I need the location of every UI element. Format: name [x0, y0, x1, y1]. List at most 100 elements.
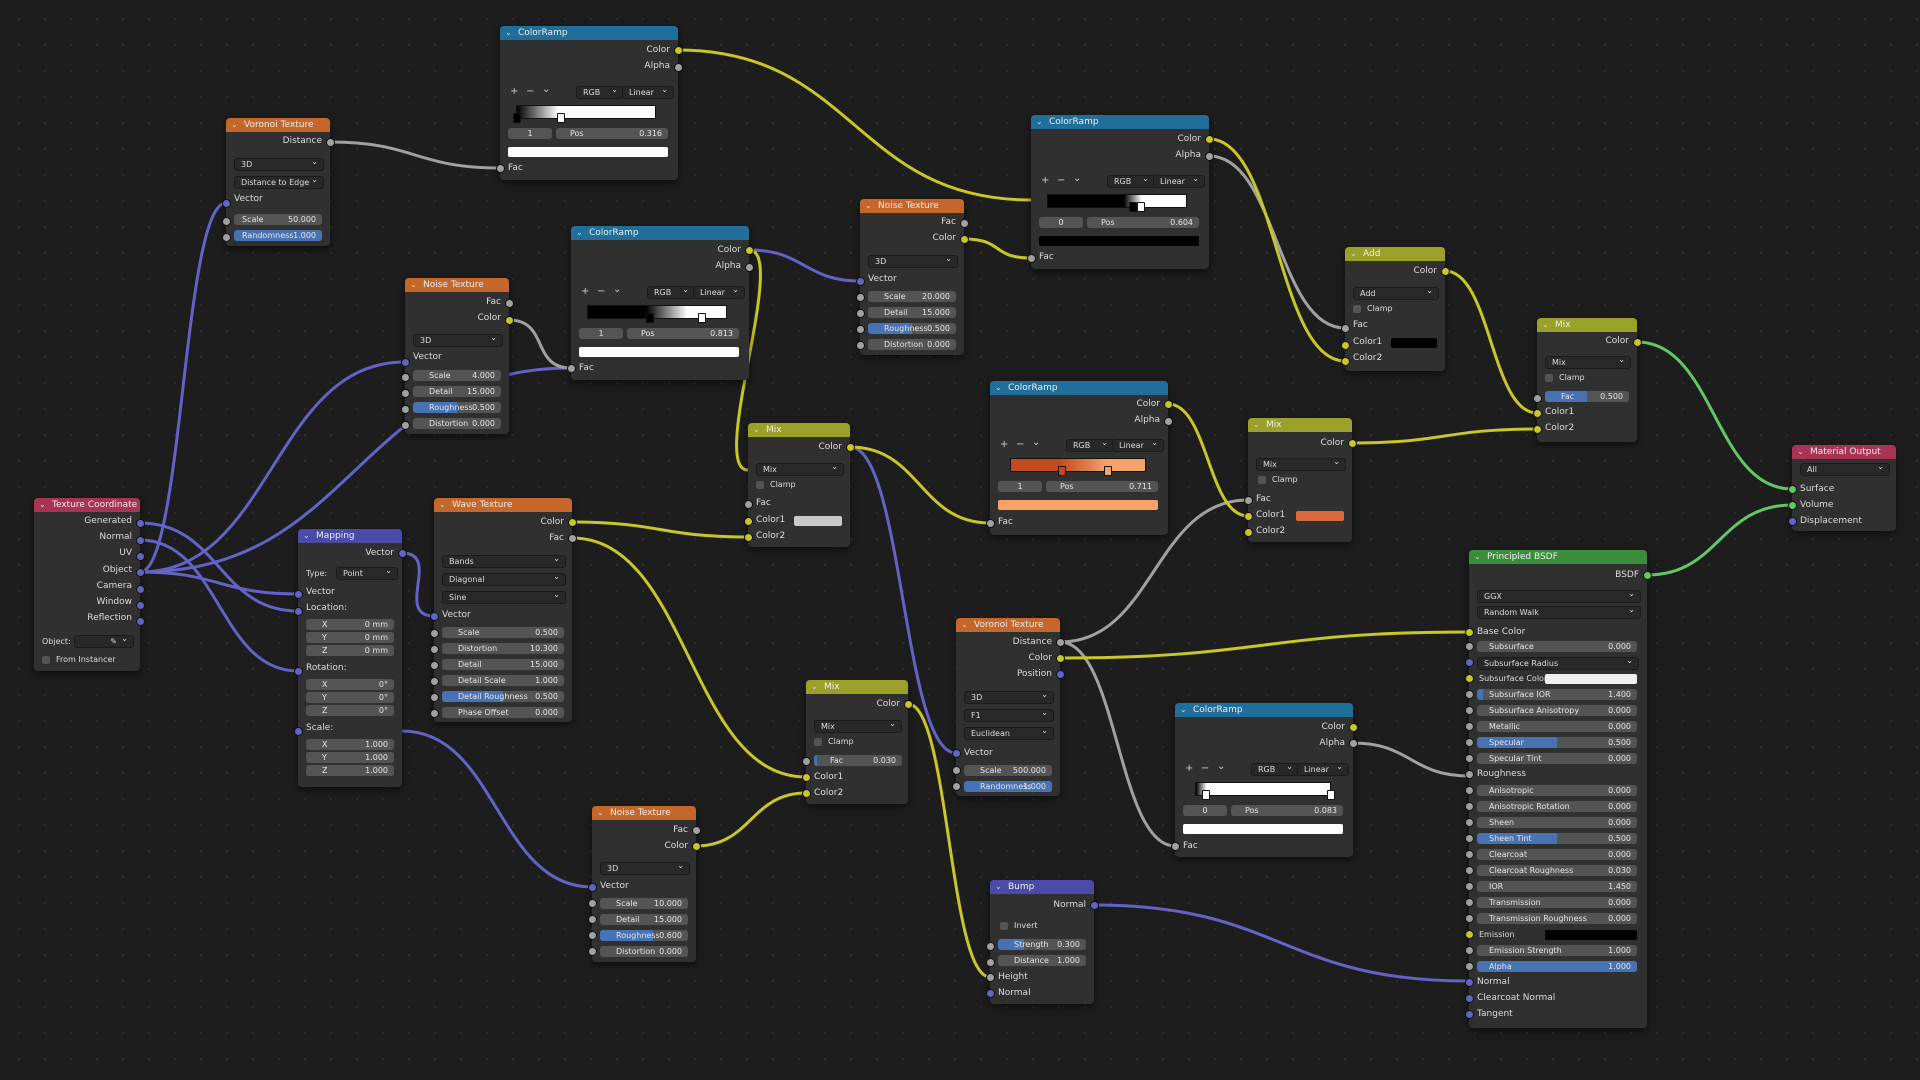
dimensions-dropdown[interactable]: 3D	[234, 158, 324, 171]
node-noise-texture-3[interactable]: ⌄Noise Texture Fac Color 3D Vector Scale…	[592, 806, 696, 962]
socket-float[interactable]	[222, 233, 231, 242]
socket-vector[interactable]	[294, 667, 303, 676]
chevron-down-icon[interactable]: ⌄	[39, 500, 46, 509]
direction-dropdown[interactable]: Diagonal	[442, 573, 566, 586]
socket-vector[interactable]	[136, 585, 145, 594]
socket-vector[interactable]	[856, 277, 865, 286]
socket-vector[interactable]	[294, 590, 303, 599]
color1-swatch[interactable]	[1391, 338, 1437, 348]
chevron-down-icon[interactable]: ⌄	[1217, 761, 1226, 772]
socket-color[interactable]	[802, 789, 811, 798]
color1-swatch[interactable]	[1296, 511, 1344, 521]
socket-color[interactable]	[1465, 674, 1474, 683]
node-header[interactable]: ⌄Wave Texture	[434, 498, 572, 512]
socket-float[interactable]	[1465, 690, 1474, 699]
socket-color[interactable]	[745, 246, 754, 255]
socket-vector[interactable]	[398, 549, 407, 558]
plus-icon[interactable]: +	[1000, 439, 1009, 450]
node-header[interactable]: ⌄Texture Coordinate	[34, 498, 140, 512]
node-header[interactable]: ⌄ColorRamp	[990, 381, 1168, 395]
minus-icon[interactable]: −	[526, 86, 535, 97]
dimensions-dropdown[interactable]: 3D	[964, 691, 1054, 704]
socket-float[interactable]	[1349, 739, 1358, 748]
node-header[interactable]: ⌄ColorRamp	[1175, 703, 1353, 717]
clamp-checkbox[interactable]	[756, 481, 764, 489]
blend-mode-dropdown[interactable]: Add	[1353, 287, 1439, 300]
interpolation-dropdown[interactable]: Linear	[693, 286, 745, 299]
plus-icon[interactable]: +	[510, 86, 519, 97]
stop-index-field[interactable]: 1	[579, 328, 623, 339]
socket-float[interactable]	[430, 693, 439, 702]
chevron-down-icon[interactable]: ⌄	[505, 28, 512, 37]
socket-float[interactable]	[588, 899, 597, 908]
interpolation-dropdown[interactable]: Linear	[1153, 175, 1205, 188]
socket-float[interactable]	[856, 341, 865, 350]
color-mode-dropdown[interactable]: RGB	[576, 86, 624, 99]
socket-float[interactable]	[952, 766, 961, 775]
socket-float[interactable]	[326, 138, 335, 147]
dimensions-dropdown[interactable]: 3D	[868, 255, 958, 268]
minus-icon[interactable]: −	[597, 286, 606, 297]
minus-icon[interactable]: −	[1016, 439, 1025, 450]
socket-color[interactable]	[674, 46, 683, 55]
socket-color[interactable]	[1244, 512, 1253, 521]
plus-icon[interactable]: +	[1185, 763, 1194, 774]
chevron-down-icon[interactable]: ⌄	[1036, 117, 1043, 126]
profile-dropdown[interactable]: Sine	[442, 591, 566, 604]
socket-float[interactable]	[430, 645, 439, 654]
from-instancer-checkbox[interactable]	[42, 656, 50, 664]
socket-vector[interactable]	[1056, 670, 1065, 679]
socket-color[interactable]	[1441, 267, 1450, 276]
socket-color[interactable]	[568, 518, 577, 527]
socket-color[interactable]	[1205, 135, 1214, 144]
color-mode-dropdown[interactable]: RGB	[1251, 763, 1299, 776]
socket-color[interactable]	[1056, 654, 1065, 663]
color-ramp-stop-active[interactable]	[1202, 790, 1210, 800]
socket-float[interactable]	[692, 826, 701, 835]
socket-float[interactable]	[430, 661, 439, 670]
socket-float[interactable]	[1465, 802, 1474, 811]
socket-vector[interactable]	[401, 358, 410, 367]
socket-float[interactable]	[1465, 738, 1474, 747]
socket-float[interactable]	[1465, 786, 1474, 795]
socket-color[interactable]	[846, 443, 855, 452]
node-texture-coordinate[interactable]: ⌄Texture Coordinate Generated Normal UV …	[34, 498, 140, 671]
socket-float[interactable]	[1056, 638, 1065, 647]
socket-float[interactable]	[856, 293, 865, 302]
chevron-down-icon[interactable]: ⌄	[865, 201, 872, 210]
chevron-down-icon[interactable]: ⌄	[1797, 447, 1804, 456]
socket-color[interactable]	[802, 773, 811, 782]
socket-float[interactable]	[1465, 642, 1474, 651]
color-ramp-stop-active[interactable]	[1137, 202, 1145, 212]
socket-float[interactable]	[222, 217, 231, 226]
socket-float[interactable]	[1465, 946, 1474, 955]
subsurface-method-dropdown[interactable]: Random Walk	[1477, 606, 1641, 619]
socket-float[interactable]	[1465, 834, 1474, 843]
minus-icon[interactable]: −	[1201, 763, 1210, 774]
node-mix-right[interactable]: ⌄Mix Color Mix Clamp Fac Color1 Color2	[1248, 418, 1352, 542]
chevron-down-icon[interactable]: ⌄	[231, 120, 238, 129]
